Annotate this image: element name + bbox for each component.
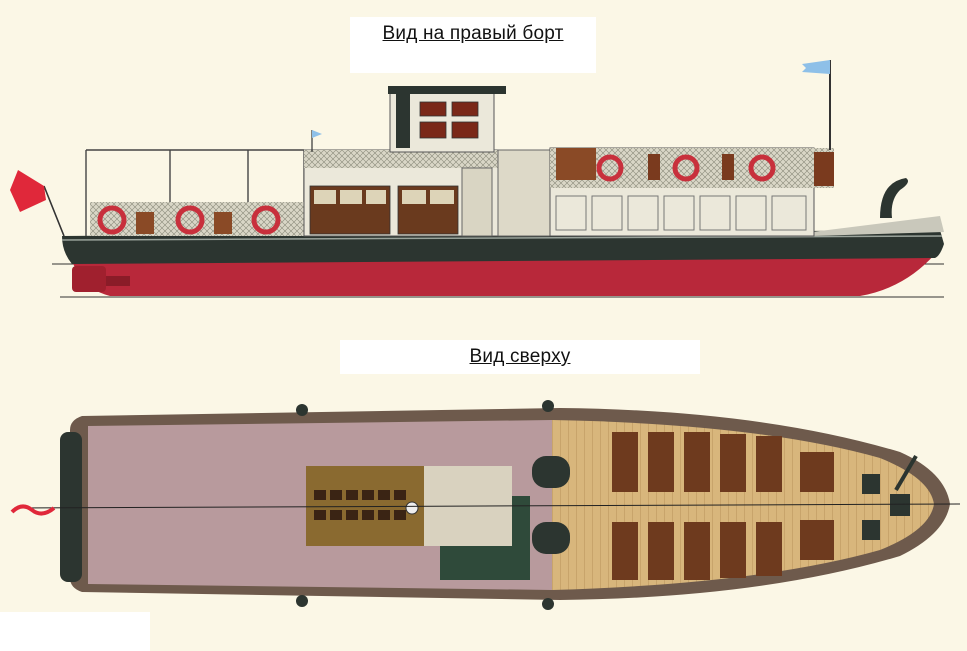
life-ring — [596, 154, 624, 182]
stern-benches — [136, 212, 232, 234]
centerline — [13, 503, 961, 509]
funnel — [396, 92, 410, 148]
top-view-title: Вид сверху — [469, 346, 571, 367]
cabin-flag — [312, 130, 322, 138]
cabin-top-railing — [304, 150, 550, 168]
stern-transom — [60, 432, 82, 582]
wheelhouse-windows — [419, 101, 479, 139]
bow-flag — [802, 60, 830, 74]
blank-corner-box — [0, 612, 150, 651]
life-ring — [748, 154, 776, 182]
stern-flag-top — [10, 504, 56, 516]
ventilators — [532, 456, 570, 554]
life-rings-forward — [596, 154, 776, 182]
wheelhouse-roof — [388, 86, 506, 94]
top-view-label-box: Вид сверху — [340, 340, 700, 374]
side-view-title: Вид на правый борт — [382, 23, 564, 44]
side-view-label-box: Вид на правый борт — [350, 17, 596, 73]
forward-benches — [612, 432, 834, 580]
top-view — [10, 400, 961, 610]
rubbing-strake — [61, 235, 943, 241]
stern-flag — [10, 170, 46, 212]
forward-chairs — [648, 152, 834, 186]
compass — [405, 501, 419, 515]
life-ring — [175, 205, 205, 235]
life-rings-stern — [97, 205, 281, 235]
forward-bench — [556, 148, 596, 180]
hull-underwater — [72, 254, 935, 296]
bollards — [296, 400, 554, 610]
side-view — [10, 60, 944, 298]
life-ring — [97, 205, 127, 235]
rudder — [72, 266, 106, 292]
cabin-window-panes — [314, 190, 454, 204]
cabin-door — [461, 167, 493, 237]
bow-deck — [812, 216, 944, 236]
saloon-windows — [555, 195, 807, 231]
life-ring — [251, 205, 281, 235]
cabin-panel — [497, 149, 551, 237]
funnel-top — [440, 496, 530, 580]
life-ring — [672, 154, 700, 182]
skylights — [314, 490, 406, 520]
bow-ventilator — [880, 178, 908, 218]
bow-fittings — [862, 474, 910, 540]
propeller-shaft — [106, 276, 130, 286]
